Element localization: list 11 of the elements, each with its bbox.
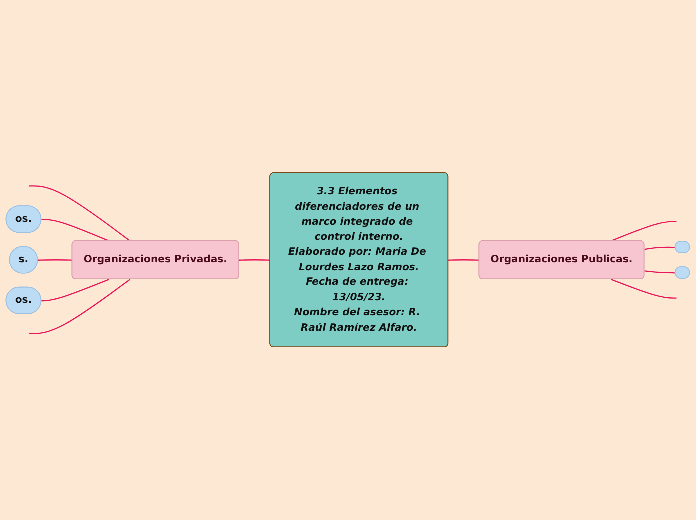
connector — [610, 279, 677, 299]
connector — [239, 260, 270, 261]
connector — [644, 246, 676, 250]
connector — [30, 186, 131, 242]
connector — [610, 221, 677, 242]
connector — [644, 270, 676, 274]
connector — [448, 260, 480, 261]
connector — [42, 219, 110, 242]
connector — [30, 279, 131, 334]
connector — [42, 279, 110, 302]
connector — [38, 260, 73, 261]
